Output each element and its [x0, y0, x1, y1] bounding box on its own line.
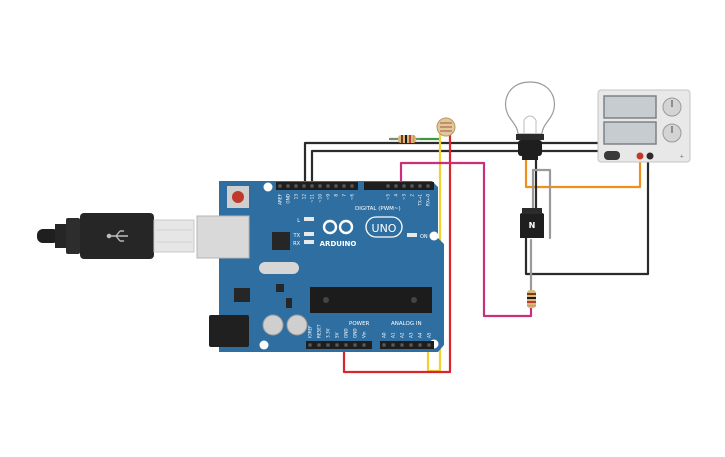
header-pin[interactable] — [410, 184, 414, 188]
pin-label: 5V — [335, 332, 340, 338]
pin-label: RX←0 — [426, 194, 431, 206]
wire-magenta-pin3[interactable] — [399, 161, 533, 318]
pin-label: A1 — [391, 332, 396, 338]
pin-label: A5 — [427, 332, 432, 338]
led-on-label: ON — [420, 234, 428, 240]
header-pin[interactable] — [334, 184, 338, 188]
pin-label: AREF — [278, 193, 283, 204]
terminal-negative[interactable] — [646, 152, 654, 160]
digital-label: DIGITAL (PWM~) — [355, 206, 401, 212]
arduino-logo — [322, 219, 354, 235]
transistor-label: N — [529, 221, 536, 230]
header-pin[interactable] — [418, 343, 422, 347]
terminal-positive[interactable] — [636, 152, 644, 160]
npn-transistor[interactable]: N — [520, 208, 544, 238]
header-pin[interactable] — [302, 184, 306, 188]
header-pin[interactable] — [350, 184, 354, 188]
pin-label: RESET — [317, 324, 322, 338]
header-pin[interactable] — [400, 343, 404, 347]
svg-text:+: + — [680, 154, 684, 160]
pin-label: 2 — [410, 194, 415, 197]
header-pin[interactable] — [382, 343, 386, 347]
header-pin[interactable] — [344, 343, 348, 347]
pin-label: ~3 — [402, 194, 407, 201]
header-pin[interactable] — [294, 184, 298, 188]
pin-label: TX→1 — [418, 194, 423, 207]
model-label: UNO — [372, 222, 397, 235]
header-pin[interactable] — [427, 343, 431, 347]
led-tx-label: TX — [293, 233, 301, 239]
usb-port — [196, 215, 250, 259]
pin-label: ~6 — [350, 194, 355, 201]
power-switch[interactable] — [604, 151, 620, 160]
resistor-icon[interactable] — [390, 135, 420, 143]
pin-label: ~10 — [318, 194, 323, 203]
pin-label: GND — [344, 328, 349, 338]
header-pin[interactable] — [426, 184, 430, 188]
power-label: POWER — [349, 321, 370, 327]
photoresistor-icon[interactable] — [436, 117, 456, 137]
header-pin[interactable] — [409, 343, 413, 347]
usb-symbol-icon — [106, 230, 128, 242]
power-supply-icon[interactable]: + — [597, 89, 691, 163]
header-pin[interactable] — [326, 184, 330, 188]
pin-label: 4 — [394, 194, 399, 197]
header-pin[interactable] — [394, 184, 398, 188]
pin-label: Vin — [362, 331, 367, 338]
power-header[interactable]: IOREF RESET 3.3V 5V GND GND Vin — [306, 324, 372, 349]
pin-label: A2 — [400, 332, 405, 338]
pin-label: ~5 — [386, 194, 391, 201]
wire-black-emitter[interactable] — [524, 156, 650, 276]
pin-label: 12 — [302, 194, 307, 200]
base-resistor-icon[interactable] — [527, 290, 536, 308]
pin-label: A3 — [409, 332, 414, 338]
wire-grey-transistor[interactable] — [531, 168, 552, 240]
voltage-display — [603, 95, 657, 119]
header-pin[interactable] — [308, 343, 312, 347]
analog-header[interactable]: A0 A1 A2 A3 A4 A5 — [380, 332, 434, 349]
led-rx-label: RX — [293, 241, 300, 247]
dc-jack — [209, 315, 249, 347]
current-display — [603, 121, 657, 145]
header-pin[interactable] — [391, 343, 395, 347]
pin-label: GND — [286, 194, 291, 204]
pin-label: A4 — [418, 332, 423, 338]
header-pin[interactable] — [326, 343, 330, 347]
wire-orange-bulb[interactable] — [524, 156, 642, 189]
pin-label: GND — [353, 328, 358, 338]
led-l-label: L — [297, 218, 300, 224]
wire-red-5v[interactable] — [342, 133, 452, 374]
analog-label: ANALOG IN — [391, 321, 422, 327]
header-pin[interactable] — [342, 184, 346, 188]
header-pin[interactable] — [402, 184, 406, 188]
header-pin[interactable] — [418, 184, 422, 188]
pin-label: IOREF — [308, 325, 313, 338]
header-pin[interactable] — [362, 343, 366, 347]
header-pin[interactable] — [310, 184, 314, 188]
header-pin[interactable] — [286, 184, 290, 188]
pin-label: ~11 — [310, 194, 315, 203]
header-pin[interactable] — [386, 184, 390, 188]
header-pin[interactable] — [278, 184, 282, 188]
pin-label: A0 — [382, 332, 387, 338]
pin-label: 8 — [334, 194, 339, 197]
header-pin[interactable] — [353, 343, 357, 347]
header-pin[interactable] — [335, 343, 339, 347]
pin-label: ~9 — [326, 194, 331, 201]
pin-label: 13 — [294, 194, 299, 200]
arduino-board[interactable]: L TX RX ON ARDUINO UNO DIGITAL (PWM~) PO… — [196, 181, 444, 352]
usb-plug-icon[interactable] — [37, 213, 195, 259]
header-pin[interactable] — [317, 343, 321, 347]
light-bulb-icon[interactable] — [505, 81, 555, 160]
header-pin[interactable] — [318, 184, 322, 188]
brand-label: ARDUINO — [320, 240, 357, 248]
pin-label: 7 — [342, 194, 347, 197]
pin-label: 3.3V — [326, 328, 331, 338]
